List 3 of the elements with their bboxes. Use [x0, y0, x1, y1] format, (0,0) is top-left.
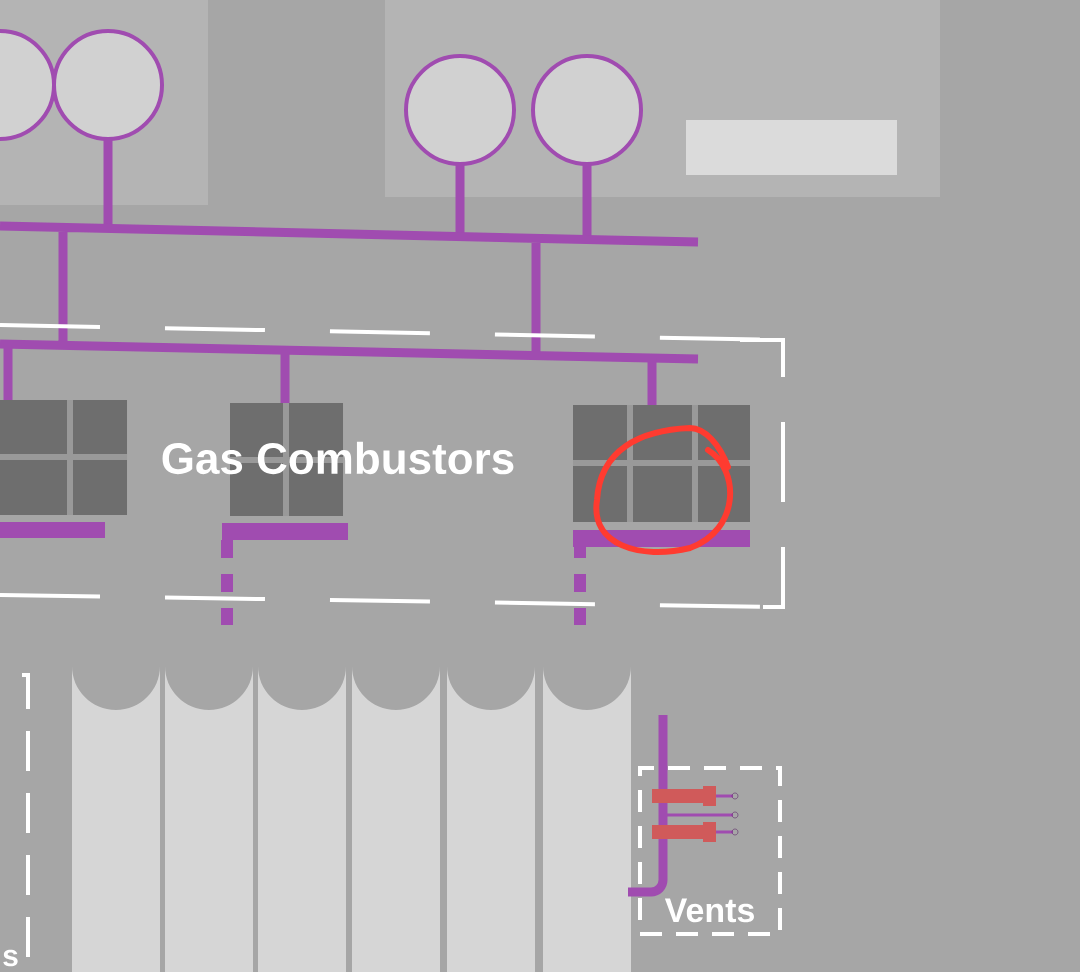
vents-area: Vents	[638, 766, 782, 936]
area-label: s	[3, 949, 18, 967]
area-label: Gas Combustors	[162, 441, 514, 475]
